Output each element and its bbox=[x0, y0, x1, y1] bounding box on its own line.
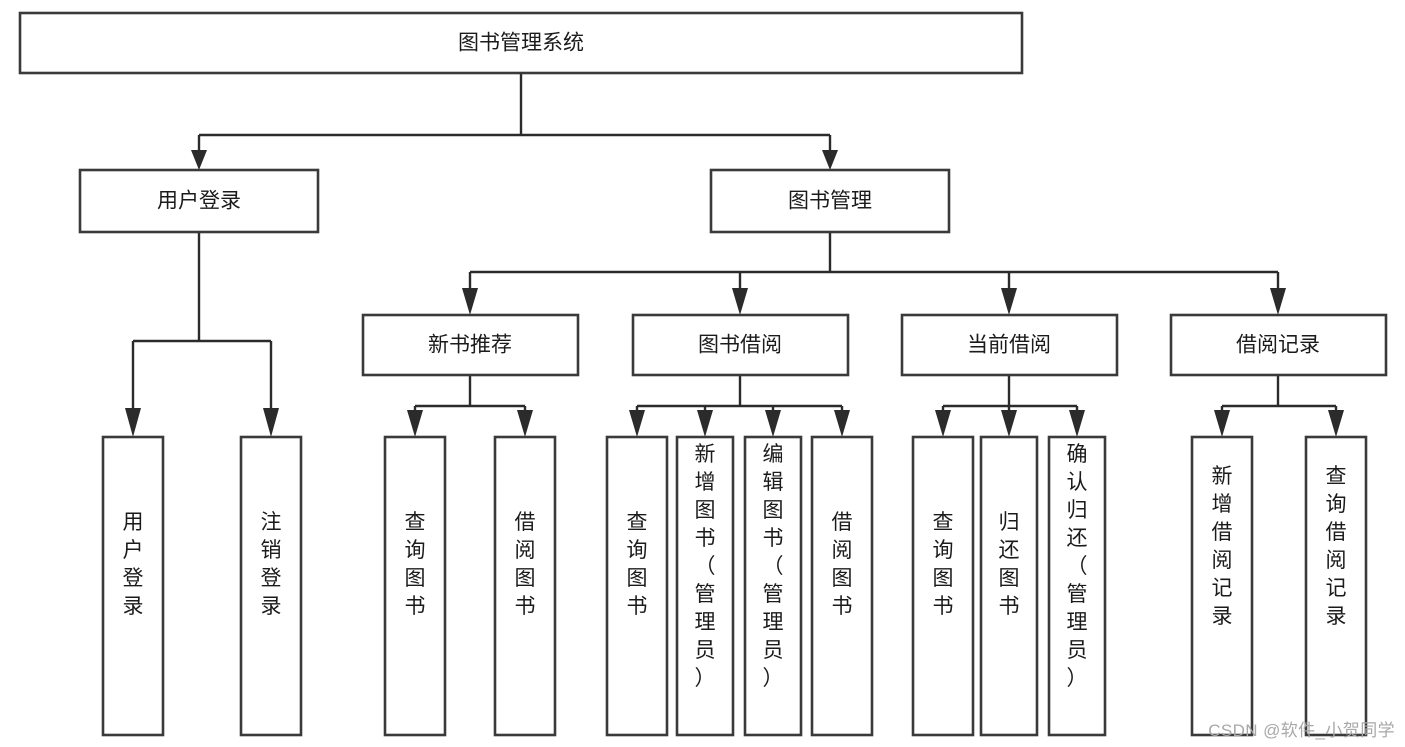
node-current-borrow-box[interactable] bbox=[900, 313, 1119, 377]
arrow-head-user-login bbox=[191, 150, 207, 170]
leaf-borrow-record-add-label: 新增借阅记录 bbox=[1212, 465, 1233, 628]
node-book-borrow-box[interactable] bbox=[631, 313, 850, 377]
arrow-head-cb-confirm bbox=[1069, 410, 1085, 437]
node-user-login[interactable]: 用户登录 bbox=[78, 168, 320, 234]
node-book-borrow-label: 图书借阅 bbox=[698, 334, 782, 357]
arrow-head-nb-borrow bbox=[517, 410, 533, 437]
leaf-borrow-record-add[interactable]: 新增借阅记录 bbox=[1190, 435, 1254, 737]
leaf-current-borrow-confirm-label: 确认归还（管理员） bbox=[1067, 443, 1088, 690]
leaf-current-borrow-return[interactable]: 归还图书 bbox=[979, 435, 1039, 737]
leaf-new-book-query-box[interactable] bbox=[383, 435, 447, 737]
node-root-label: 图书管理系统 bbox=[458, 32, 584, 55]
leaf-book-borrow-edit-label: 编辑图书（管理员） bbox=[763, 443, 784, 690]
leaf-new-book-query-label: 查询图书 bbox=[405, 511, 426, 618]
leaf-current-borrow-confirm-box[interactable] bbox=[1047, 435, 1107, 737]
node-new-book-box[interactable] bbox=[361, 313, 580, 377]
node-user-login-box[interactable] bbox=[78, 168, 320, 234]
node-current-borrow[interactable]: 当前借阅 bbox=[900, 313, 1119, 377]
leaf-current-borrow-confirm[interactable]: 确认归还（管理员） bbox=[1047, 435, 1107, 737]
leaf-new-book-borrow-label: 借阅图书 bbox=[515, 511, 536, 618]
connector-group-book-borrow-leaves bbox=[629, 375, 850, 437]
arrow-head-book-manage bbox=[822, 150, 838, 170]
leaf-book-borrow-add[interactable]: 新增图书（管理员） bbox=[675, 435, 735, 737]
connector-group-root-to-level2 bbox=[191, 73, 838, 170]
leaf-user-login-logout-label: 注销登录 bbox=[261, 511, 282, 618]
node-root-system[interactable]: 图书管理系统 bbox=[18, 11, 1024, 75]
arrow-head-leaf-logout bbox=[263, 408, 279, 437]
leaf-book-borrow-borrow-label: 借阅图书 bbox=[832, 511, 853, 618]
leaf-new-book-borrow[interactable]: 借阅图书 bbox=[493, 435, 557, 737]
arrow-head-bb-add bbox=[697, 410, 713, 437]
arrow-head-bb-borrow bbox=[834, 410, 850, 437]
node-borrow-record-label: 借阅记录 bbox=[1236, 334, 1320, 357]
arrow-head-leaf-user-login bbox=[125, 408, 141, 437]
node-borrow-record-box[interactable] bbox=[1169, 313, 1388, 377]
arrow-head-current-borrow bbox=[1001, 288, 1017, 315]
arrow-head-borrow-record bbox=[1270, 288, 1286, 315]
connector-group-user-login-leaves bbox=[125, 232, 279, 437]
node-borrow-record[interactable]: 借阅记录 bbox=[1169, 313, 1388, 377]
leaf-current-borrow-query[interactable]: 查询图书 bbox=[911, 435, 975, 737]
leaf-user-login-login-label: 用户登录 bbox=[123, 511, 144, 618]
connector-group-new-book-leaves bbox=[407, 375, 533, 437]
node-new-book-recommend[interactable]: 新书推荐 bbox=[361, 313, 580, 377]
arrow-head-cb-return bbox=[1001, 410, 1017, 437]
leaf-book-borrow-borrow[interactable]: 借阅图书 bbox=[810, 435, 874, 737]
arrow-head-nb-query bbox=[407, 410, 423, 437]
connector-group-borrow-record-leaves bbox=[1214, 375, 1344, 437]
leaf-book-borrow-add-label: 新增图书（管理员） bbox=[695, 443, 716, 690]
arrow-head-cb-query bbox=[935, 410, 951, 437]
leaf-book-borrow-query[interactable]: 查询图书 bbox=[605, 435, 669, 737]
node-user-login-label: 用户登录 bbox=[157, 190, 241, 213]
leaf-borrow-record-query[interactable]: 查询借阅记录 bbox=[1304, 435, 1368, 737]
node-book-manage[interactable]: 图书管理 bbox=[709, 168, 951, 234]
leaf-user-login-logout-box[interactable] bbox=[239, 435, 303, 737]
node-current-borrow-label: 当前借阅 bbox=[967, 334, 1051, 357]
node-new-book-label: 新书推荐 bbox=[428, 334, 512, 357]
arrow-head-new-book bbox=[462, 288, 478, 315]
leaf-book-borrow-borrow-box[interactable] bbox=[810, 435, 874, 737]
leaf-current-borrow-return-label: 归还图书 bbox=[999, 511, 1020, 618]
leaf-current-borrow-query-box[interactable] bbox=[911, 435, 975, 737]
arrow-head-book-borrow bbox=[732, 288, 748, 315]
arrow-head-br-query bbox=[1328, 410, 1344, 437]
leaf-book-borrow-query-label: 查询图书 bbox=[627, 511, 648, 618]
arrow-head-bb-query bbox=[629, 410, 645, 437]
connector-group-current-borrow-leaves bbox=[935, 375, 1085, 437]
leaf-borrow-record-query-box[interactable] bbox=[1304, 435, 1368, 737]
leaf-user-login-login-box[interactable] bbox=[101, 435, 165, 737]
connector-group-book-manage-to-level3 bbox=[462, 232, 1286, 315]
leaf-current-borrow-query-label: 查询图书 bbox=[933, 511, 954, 618]
leaf-book-borrow-edit[interactable]: 编辑图书（管理员） bbox=[743, 435, 803, 737]
arrow-head-br-add bbox=[1214, 410, 1230, 437]
leaf-user-login-login[interactable]: 用户登录 bbox=[101, 435, 165, 737]
leaf-user-login-logout[interactable]: 注销登录 bbox=[239, 435, 303, 737]
leaf-borrow-record-add-box[interactable] bbox=[1190, 435, 1254, 737]
node-book-borrow[interactable]: 图书借阅 bbox=[631, 313, 850, 377]
leaf-current-borrow-return-box[interactable] bbox=[979, 435, 1039, 737]
leaf-book-borrow-edit-box[interactable] bbox=[743, 435, 803, 737]
leaf-book-borrow-query-box[interactable] bbox=[605, 435, 669, 737]
leaf-new-book-borrow-box[interactable] bbox=[493, 435, 557, 737]
arrow-head-bb-edit bbox=[765, 410, 781, 437]
leaf-new-book-query[interactable]: 查询图书 bbox=[383, 435, 447, 737]
leaf-borrow-record-query-label: 查询借阅记录 bbox=[1326, 465, 1347, 628]
leaf-book-borrow-add-box[interactable] bbox=[675, 435, 735, 737]
node-book-manage-label: 图书管理 bbox=[788, 190, 872, 213]
node-book-manage-box[interactable] bbox=[709, 168, 951, 234]
node-root-box[interactable] bbox=[18, 11, 1024, 75]
